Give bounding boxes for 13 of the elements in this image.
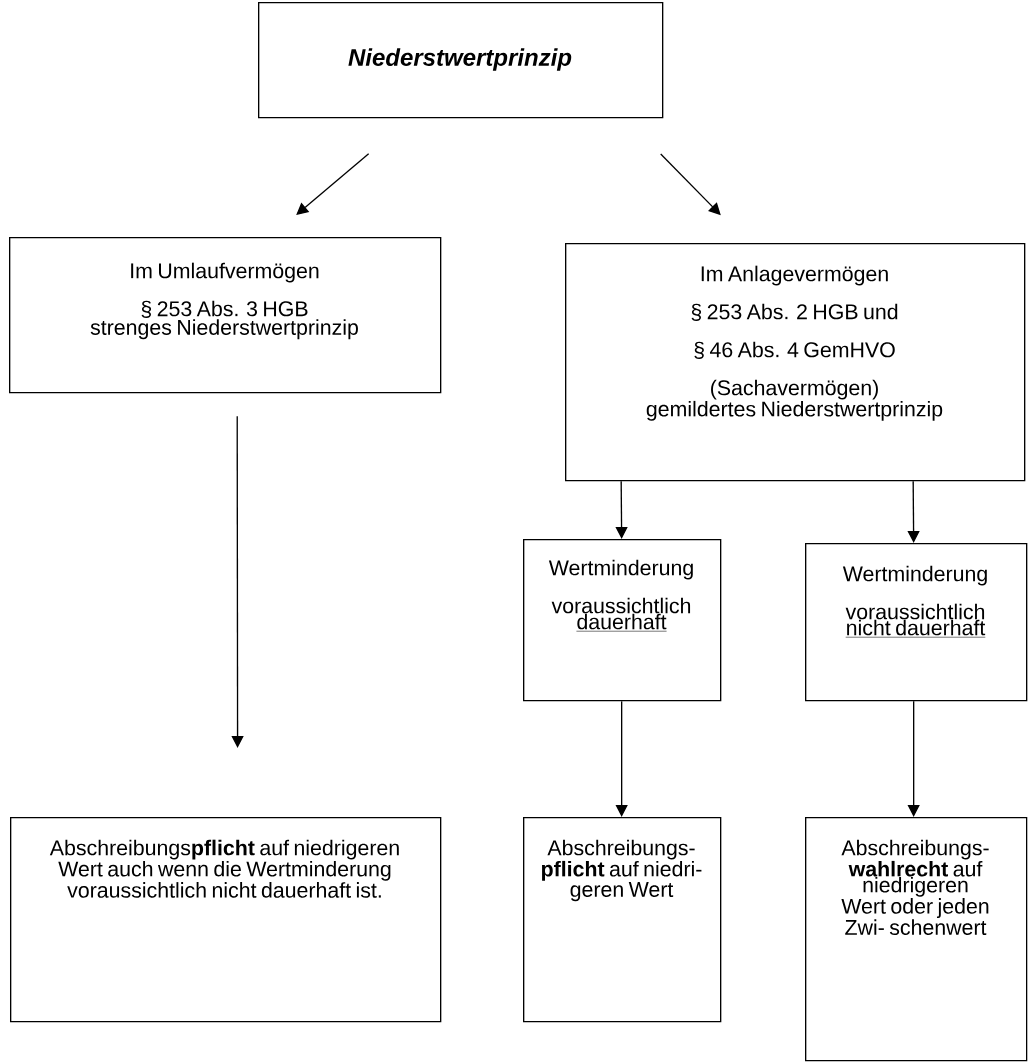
arrow xyxy=(907,480,920,543)
process-box: Im Anlagevermögen § 253 Abs. 2 HGB und § 46 Abs. 4 GemHVO (Sachavermögen) gemildertes Niederstwertprinzip xyxy=(565,243,1026,482)
arrow xyxy=(907,700,920,817)
process-box: Wertminderung voraussichtlich dauerhaft xyxy=(523,539,722,702)
process-box: Im Umlaufvermögen § 253 Abs. 3 HGB strenges Niederstwertprinzip xyxy=(9,237,442,394)
arrow xyxy=(615,480,628,539)
process-box: Abschreibungs- pflicht auf niedri- geren Wert xyxy=(523,817,722,1023)
title-box: Niederstwertprinzip xyxy=(258,2,664,119)
process-box: Wertminderung voraussichtlich nicht dauerhaft xyxy=(805,543,1028,702)
process-box: Abschreibungs- wahlrecht auf niedrigeren Wert oder jeden Zwi- schenwert xyxy=(805,817,1028,1062)
arrow xyxy=(231,415,244,748)
process-box: Abschreibungspflicht auf niedrigeren Wert auch wenn die Wertminderung voraussichtlich nicht dauerhaft ist. xyxy=(10,817,442,1023)
arrow xyxy=(615,700,628,817)
